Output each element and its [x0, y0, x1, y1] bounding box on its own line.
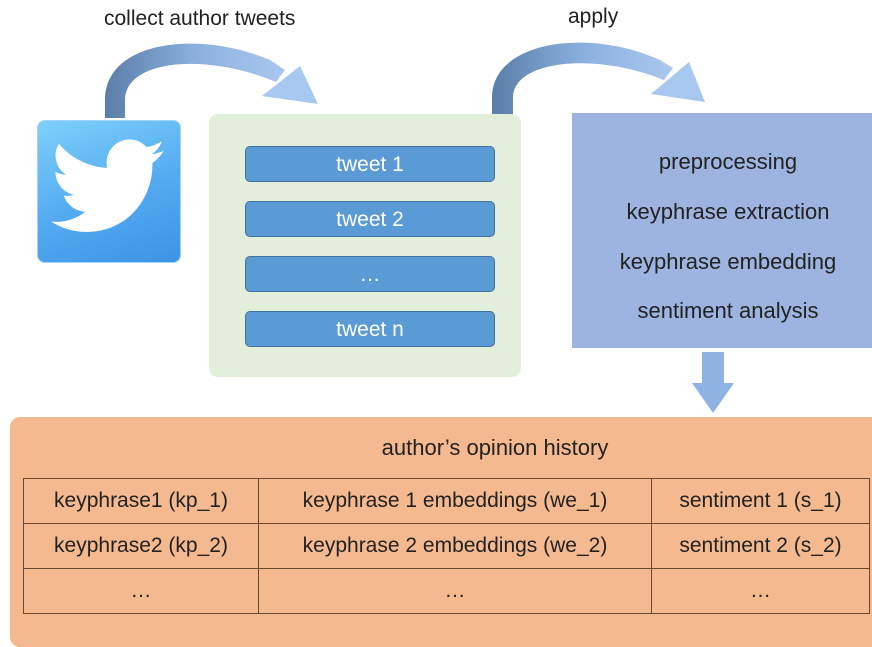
apply-label: apply	[568, 5, 619, 28]
collect-label: collect author tweets	[104, 7, 296, 30]
processing-panel	[572, 113, 872, 348]
tweet-box: tweet 1	[245, 146, 495, 182]
table-row: keyphrase2 (kp_2) keyphrase 2 embeddings…	[23, 523, 870, 569]
twitter-logo	[37, 120, 181, 263]
twitter-bird-icon	[51, 139, 165, 232]
tweet-box: tweet n	[245, 311, 495, 347]
processing-step: keyphrase embedding	[619, 249, 837, 274]
down-arrow-icon	[692, 352, 734, 413]
apply-arrow	[492, 42, 705, 114]
embedding-cell: keyphrase 2 embeddings (we_2)	[258, 523, 652, 569]
processing-step: sentiment analysis	[637, 298, 819, 323]
tweet-box: …	[245, 256, 495, 292]
embedding-cell: keyphrase 1 embeddings (we_1)	[258, 478, 652, 524]
keyphrase-cell: …	[23, 568, 259, 614]
flow-arrows	[105, 42, 734, 413]
opinion-history-title: author’s opinion history	[381, 435, 609, 460]
keyphrase-cell: keyphrase2 (kp_2)	[23, 523, 259, 569]
embedding-cell: …	[258, 568, 652, 614]
processing-step: preprocessing	[658, 149, 798, 174]
table-row: … … …	[23, 568, 870, 614]
opinion-history-table: keyphrase1 (kp_1) keyphrase 1 embeddings…	[23, 478, 870, 614]
sentiment-cell: sentiment 1 (s_1)	[651, 478, 870, 524]
table-row: keyphrase1 (kp_1) keyphrase 1 embeddings…	[23, 478, 870, 524]
sentiment-cell: …	[651, 568, 870, 614]
tweet-box: tweet 2	[245, 201, 495, 237]
processing-step: keyphrase extraction	[626, 199, 830, 224]
sentiment-cell: sentiment 2 (s_2)	[651, 523, 870, 569]
keyphrase-cell: keyphrase1 (kp_1)	[23, 478, 259, 524]
collect-arrow	[105, 43, 318, 118]
